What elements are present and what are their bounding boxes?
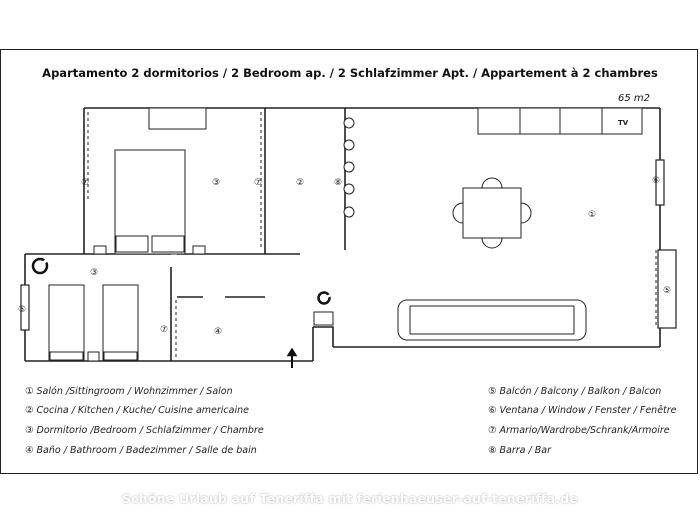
marker-kitchen: ② xyxy=(296,178,304,188)
chair-bottom xyxy=(481,237,503,249)
tv-cabinet-2 xyxy=(519,107,561,135)
marker-window-right: ⑥ xyxy=(652,176,660,186)
chair-left xyxy=(452,202,464,224)
marker-bath: ④ xyxy=(214,327,222,337)
tv-cabinet-3 xyxy=(559,107,603,135)
area-label: 65 m2 xyxy=(617,93,650,104)
bedroom2-pillow-left xyxy=(49,351,84,361)
marker-balcony: ⑤ xyxy=(663,286,671,296)
dining-table xyxy=(462,187,522,239)
sofa xyxy=(397,299,587,341)
bar-stool-2 xyxy=(343,139,355,151)
tv-label: TV xyxy=(618,119,629,127)
entry-cabinet xyxy=(313,311,334,326)
marker-bedroom1: ③ xyxy=(212,178,220,188)
window-right xyxy=(655,159,665,206)
bedroom2-bed-left xyxy=(48,284,85,362)
bar-stool-3 xyxy=(343,161,355,173)
chair-right xyxy=(520,202,532,224)
marker-bar: ⑧ xyxy=(334,178,342,188)
bedroom2-corner-lamp xyxy=(31,256,50,275)
bar-stool-5 xyxy=(343,206,355,218)
marker-bath-wardrobe: ⑦ xyxy=(160,325,168,335)
bedroom1-pillow-left xyxy=(115,235,149,253)
watermark: Schöne Urlaub auf Teneriffa mit ferienha… xyxy=(121,491,579,506)
bedroom1-cabinet xyxy=(148,107,207,130)
plan-title: Apartamento 2 dormitorios / 2 Bedroom ap… xyxy=(42,66,658,80)
bar-stool-1 xyxy=(343,117,355,129)
window-left xyxy=(20,284,30,331)
bedroom1-nightstand-left xyxy=(93,245,107,255)
entrance-arrow xyxy=(286,347,298,368)
chair-top xyxy=(481,177,503,189)
marker-window-left: ⑥ xyxy=(18,305,26,315)
tv-cabinet-4 xyxy=(601,107,643,135)
entry-lamp xyxy=(317,291,332,305)
bedroom1-pillow-right xyxy=(151,235,185,253)
marker-bedroom1-wardrobe: ⑦ xyxy=(254,178,262,188)
marker-bedroom2: ③ xyxy=(90,268,98,278)
marker-left-wardrobe: ⑦ xyxy=(81,178,89,188)
bedroom2-nightstand xyxy=(87,351,100,362)
bedroom2-bed-right xyxy=(102,284,139,362)
tv-cabinet-1 xyxy=(477,107,521,135)
bedroom2-pillow-right xyxy=(103,351,138,361)
bedroom1-nightstand-right xyxy=(192,245,206,255)
marker-salon: ① xyxy=(588,210,596,220)
balcony xyxy=(657,249,677,329)
bar-stool-4 xyxy=(343,183,355,195)
wall-entry-step xyxy=(313,326,334,347)
